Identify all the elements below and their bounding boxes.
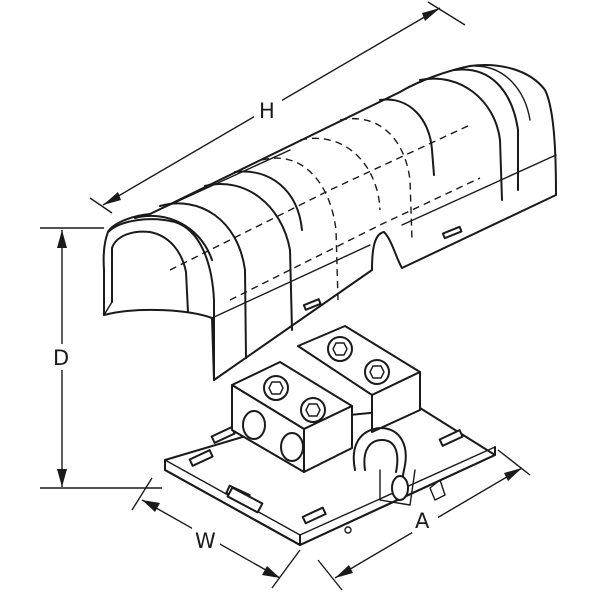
dimension-w-arrow-left bbox=[142, 500, 160, 512]
dimension-w-label: W bbox=[195, 529, 216, 553]
base-plate-top-edge bbox=[164, 446, 496, 536]
dimension-h-ext-left bbox=[89, 197, 113, 214]
cover-hidden-line-4 bbox=[169, 124, 471, 271]
cover-band-1 bbox=[134, 214, 213, 261]
rear-screw-2-hex bbox=[369, 365, 385, 379]
dimension-w-ext-left bbox=[131, 477, 153, 511]
terminal-base-assembly bbox=[164, 325, 496, 546]
dimension-d-arrow-bottom bbox=[57, 469, 67, 487]
base-label-plate bbox=[226, 486, 264, 514]
dimension-a-arrow-right bbox=[504, 468, 522, 481]
dimension-w: W bbox=[131, 477, 301, 589]
cover-panel-line-3 bbox=[401, 154, 557, 226]
dimension-a-ext-right bbox=[497, 449, 531, 476]
front-terminal-block-side bbox=[303, 405, 353, 473]
cover-hidden-line-1 bbox=[261, 157, 339, 301]
dimension-a-label-bg bbox=[412, 507, 438, 533]
dimension-h-ext-right bbox=[427, 1, 466, 26]
base-clip-2 bbox=[301, 506, 327, 525]
front-wire-port-2 bbox=[280, 432, 304, 462]
rear-screw-1 bbox=[327, 336, 353, 362]
dimension-w-arrow-right bbox=[262, 566, 280, 578]
dimension-d-label-bg bbox=[50, 344, 76, 370]
cover-hidden-line-2 bbox=[299, 137, 381, 211]
front-screw-1 bbox=[263, 375, 289, 401]
dimension-h-arrow-right bbox=[422, 8, 440, 21]
insulating-cover bbox=[102, 64, 557, 381]
base-plate-front-edge bbox=[164, 459, 301, 546]
cover-band-6 bbox=[419, 77, 503, 201]
front-screw-2-hex bbox=[305, 403, 321, 417]
dimension-d: D bbox=[40, 227, 162, 489]
cover-band-3 bbox=[204, 183, 293, 331]
cover-panel-line-1 bbox=[211, 244, 371, 319]
base-clip-1 bbox=[188, 449, 214, 467]
front-screw-1-hex bbox=[268, 381, 284, 395]
dimension-a-label: A bbox=[415, 509, 430, 533]
base-plate-side-edge bbox=[299, 446, 496, 546]
base-hole bbox=[344, 526, 352, 534]
base-clip-3 bbox=[438, 429, 464, 447]
cover-band-7 bbox=[454, 68, 519, 191]
cover-band-8 bbox=[474, 65, 531, 121]
dimension-d-arrow-top bbox=[57, 230, 67, 248]
ground-strap-inner bbox=[363, 439, 399, 473]
front-screw-2 bbox=[300, 397, 326, 423]
cover-band-5 bbox=[379, 98, 435, 176]
rear-screw-2 bbox=[364, 359, 390, 385]
dimension-a-ext-left bbox=[317, 559, 343, 591]
cover-band-2 bbox=[159, 202, 247, 359]
cover-hidden-line-5 bbox=[229, 177, 481, 301]
cover-band-4 bbox=[234, 170, 303, 231]
cover-hidden-line-3 bbox=[339, 117, 413, 241]
ground-clamp-tab bbox=[429, 479, 446, 501]
ground-clamp-body bbox=[379, 469, 416, 506]
dimension-a: A bbox=[317, 449, 531, 591]
dimension-a-arrow-left bbox=[335, 565, 353, 578]
ground-strap bbox=[352, 427, 407, 501]
dimension-h-arrow-left bbox=[103, 192, 121, 205]
cover-front-inner-edge bbox=[103, 301, 113, 316]
dimension-h-label: H bbox=[259, 99, 275, 123]
dimension-d-label: D bbox=[53, 346, 69, 370]
front-wire-port-1 bbox=[242, 410, 266, 440]
cover-front-arch bbox=[107, 218, 215, 381]
cover-slot-rear bbox=[441, 225, 463, 240]
cover-front-inner-arch bbox=[111, 230, 189, 313]
dimension-w-label-bg bbox=[192, 527, 220, 553]
dimension-h-label-bg bbox=[254, 97, 282, 123]
ground-clamp-screw bbox=[391, 475, 409, 501]
cover-slot-front bbox=[302, 298, 322, 311]
dimension-w-ext-right bbox=[271, 549, 301, 589]
rear-screw-1-hex bbox=[332, 342, 348, 356]
rear-terminal-block-side bbox=[371, 371, 421, 433]
cover-panel-line-2 bbox=[149, 149, 291, 215]
dimension-h: H bbox=[89, 1, 466, 214]
